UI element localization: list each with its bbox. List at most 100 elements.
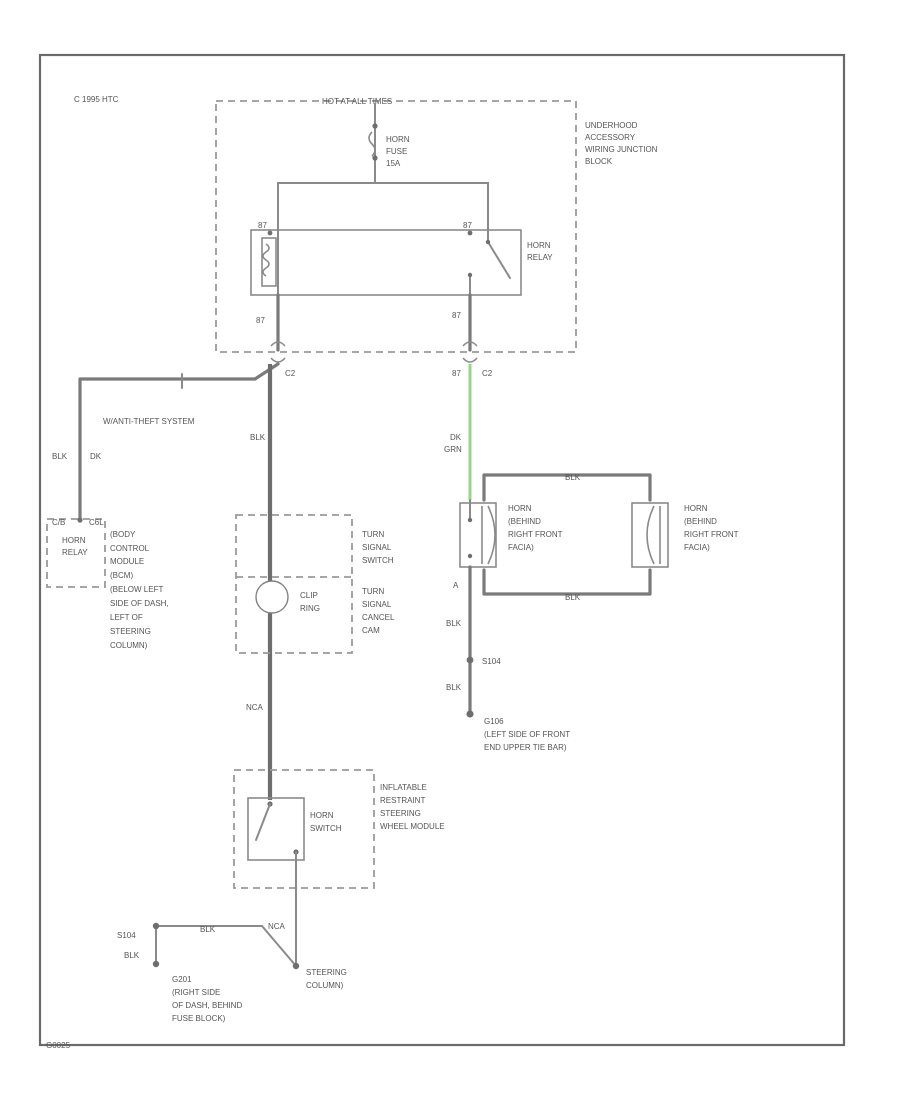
horn-left: [459, 499, 497, 568]
ground-left-terminal: [152, 960, 160, 968]
svg-text:TURN: TURN: [362, 530, 384, 539]
relay-pin-right: 87: [463, 221, 472, 230]
ground-splice-label: S104: [117, 931, 136, 940]
svg-text:SWITCH: SWITCH: [362, 556, 394, 565]
bcm-pin-b: C6L: [89, 518, 104, 527]
svg-text:(BELOW LEFT: (BELOW LEFT: [110, 585, 163, 594]
svg-text:HORN: HORN: [310, 811, 334, 820]
switch-output-wire-label: NCA: [268, 922, 286, 931]
relay-feed-bus: [277, 182, 489, 231]
blk-main-wire-label: BLK: [250, 433, 266, 442]
horn-ground-wire-label-2: BLK: [446, 683, 462, 692]
svg-text:FUSE: FUSE: [386, 147, 407, 156]
horn-left-label: HORN (BEHIND RIGHT FRONT FACIA): [508, 504, 563, 552]
horns-bottom-wire: [482, 568, 652, 596]
ground-splice-wire: [155, 925, 297, 967]
svg-text:COLUMN): COLUMN): [306, 981, 344, 990]
svg-text:COLUMN): COLUMN): [110, 641, 148, 650]
svg-text:STEERING: STEERING: [380, 809, 421, 818]
horn-right: [631, 502, 669, 568]
anti-theft-label: W/ANTI-THEFT SYSTEM: [103, 417, 195, 426]
horns-top-wire-label: BLK: [565, 473, 581, 482]
fuse-block-feed-label: HOT AT ALL TIMES: [322, 97, 392, 106]
svg-text:RIGHT FRONT: RIGHT FRONT: [508, 530, 563, 539]
fuse-block-outline: [215, 100, 577, 353]
ground-right-label: G106 (LEFT SIDE OF FRONT END UPPER TIE B…: [484, 717, 570, 752]
svg-text:SIGNAL: SIGNAL: [362, 543, 392, 552]
horn-fuse: HORN FUSE 15A: [368, 103, 410, 184]
horn-relay: HORN RELAY: [250, 229, 553, 296]
svg-text:FACIA): FACIA): [684, 543, 710, 552]
svg-text:STEERING: STEERING: [110, 627, 151, 636]
bcm-label: (BODY CONTROL MODULE (BCM) (BELOW LEFT S…: [110, 530, 169, 650]
dk-grn-label-bottom: GRN: [444, 445, 462, 454]
ground-right-terminal: [466, 710, 474, 718]
relay-pin-right-bottom: 87: [452, 311, 461, 320]
svg-text:SWITCH: SWITCH: [310, 824, 342, 833]
corner-note: C 1995 HTC: [74, 95, 119, 104]
svg-text:87: 87: [452, 369, 461, 378]
relay-pin-left-bottom: 87: [256, 316, 265, 325]
horn-right-label: HORN (BEHIND RIGHT FRONT FACIA): [684, 504, 739, 552]
svg-text:C2: C2: [285, 369, 296, 378]
figure-id: G0025: [46, 1041, 71, 1050]
svg-text:(BODY: (BODY: [110, 530, 136, 539]
airbag-module-label: INFLATABLE RESTRAINT STEERING WHEEL MODU…: [380, 783, 445, 831]
svg-text:SIDE OF DASH,: SIDE OF DASH,: [110, 599, 169, 608]
svg-text:MODULE: MODULE: [110, 557, 144, 566]
svg-text:CLIP: CLIP: [300, 591, 318, 600]
anti-theft-branch: [78, 362, 280, 519]
airbag-module-outline: [233, 769, 375, 889]
turn-signal-outline: [235, 514, 353, 654]
clip-ring: [255, 580, 289, 614]
svg-text:ACCESSORY: ACCESSORY: [585, 133, 636, 142]
svg-text:TURN: TURN: [362, 587, 384, 596]
svg-text:G201: G201: [172, 975, 192, 984]
svg-text:CANCEL: CANCEL: [362, 613, 395, 622]
svg-text:SIGNAL: SIGNAL: [362, 600, 392, 609]
anti-theft-wire-blk: BLK: [52, 452, 68, 461]
svg-text:C2: C2: [482, 369, 493, 378]
ground-wire-label: BLK: [124, 951, 140, 960]
svg-text:RIGHT FRONT: RIGHT FRONT: [684, 530, 739, 539]
connector-c2-left: C2: [270, 341, 296, 378]
ground-left-label: G201 (RIGHT SIDE OF DASH, BEHIND FUSE BL…: [172, 975, 242, 1023]
svg-text:HORN: HORN: [508, 504, 532, 513]
svg-text:FACIA): FACIA): [508, 543, 534, 552]
svg-text:FUSE BLOCK): FUSE BLOCK): [172, 1014, 226, 1023]
svg-text:BLOCK: BLOCK: [585, 157, 613, 166]
svg-text:(LEFT SIDE OF FRONT: (LEFT SIDE OF FRONT: [484, 730, 570, 739]
svg-text:STEERING: STEERING: [306, 968, 347, 977]
to-switch-wire-label: NCA: [246, 703, 264, 712]
splice-s104: [466, 656, 474, 664]
bcm-pin-a: C/B: [52, 518, 65, 527]
svg-text:HORN: HORN: [684, 504, 708, 513]
anti-theft-wire-dk: DK: [90, 452, 102, 461]
svg-text:WHEEL MODULE: WHEEL MODULE: [380, 822, 445, 831]
steering-column-label: STEERING COLUMN): [306, 968, 347, 990]
ground-splice-wire-label: BLK: [200, 925, 216, 934]
horns-top-wire: [482, 473, 652, 502]
svg-text:HORN: HORN: [62, 536, 86, 545]
svg-text:(BEHIND: (BEHIND: [684, 517, 717, 526]
svg-text:RESTRAINT: RESTRAINT: [380, 796, 425, 805]
svg-text:HORN: HORN: [386, 135, 410, 144]
connector-c2-right: 87 C2: [452, 341, 493, 378]
bcm-pin: [77, 517, 83, 523]
svg-text:UNDERHOOD: UNDERHOOD: [585, 121, 638, 130]
fuse-block-label: UNDERHOOD ACCESSORY WIRING JUNCTION BLOC…: [585, 121, 658, 166]
svg-text:(RIGHT SIDE: (RIGHT SIDE: [172, 988, 220, 997]
dk-grn-label-top: DK: [450, 433, 462, 442]
svg-text:CAM: CAM: [362, 626, 380, 635]
svg-text:CONTROL: CONTROL: [110, 544, 150, 553]
bcm-relay-label: HORN RELAY: [62, 536, 88, 557]
splice-label: S104: [482, 657, 501, 666]
turn-signal-switch-label: TURN SIGNAL SWITCH: [362, 530, 394, 565]
svg-text:END UPPER TIE BAR): END UPPER TIE BAR): [484, 743, 567, 752]
svg-text:WIRING JUNCTION: WIRING JUNCTION: [585, 145, 658, 154]
svg-text:(BEHIND: (BEHIND: [508, 517, 541, 526]
diagram-frame: [38, 53, 846, 1047]
clip-ring-label: CLIP RING: [300, 591, 320, 613]
turn-signal-cancel-cam-label: TURN SIGNAL CANCEL CAM: [362, 587, 395, 635]
